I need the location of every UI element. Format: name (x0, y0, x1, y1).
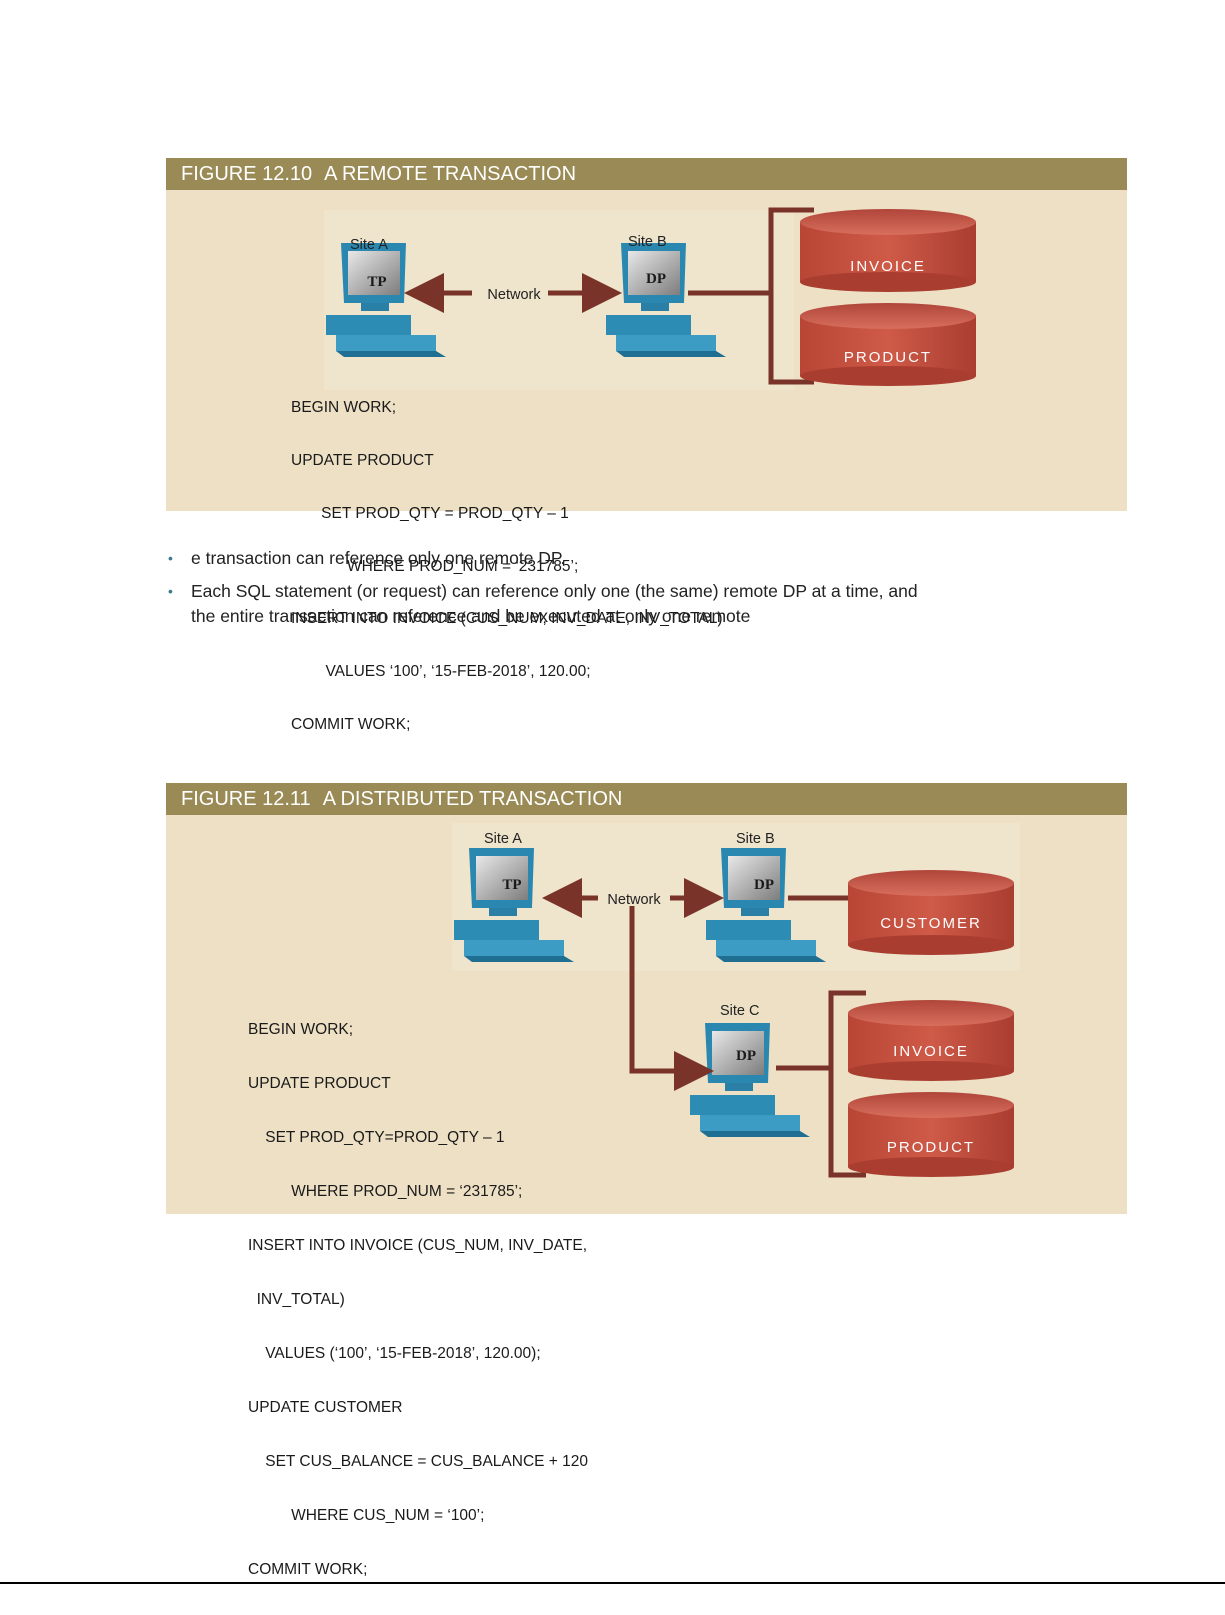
code-line: BEGIN WORK; (291, 399, 397, 417)
db-bracket (768, 207, 814, 385)
database-customer-icon (848, 870, 1014, 955)
figure-title-bar: FIGURE 12.10 A REMOTE TRANSACTION (166, 158, 1127, 190)
code-line: COMMIT WORK; (291, 715, 411, 733)
computer-site-c-icon (690, 1023, 810, 1137)
network-label: Network (487, 287, 541, 303)
code-line: WHERE PROD_NUM = ‘231785’; (291, 557, 579, 575)
code-line: SET PROD_QTY = PROD_QTY – 1 (291, 504, 569, 522)
tp-label: TP (367, 274, 386, 290)
network-arrow-down (629, 906, 714, 1091)
db-bracket (828, 990, 866, 1178)
code-line: VALUES (‘100’, ‘15-FEB-2018’, 120.00); (248, 1345, 541, 1362)
page-bottom-rule (0, 1582, 1225, 1584)
bullet-list: • e transaction can reference only one r… (168, 546, 928, 637)
code-line: UPDATE CUSTOMER (248, 1399, 403, 1416)
code-line: UPDATE PRODUCT (248, 1075, 391, 1092)
database-invoice-icon (848, 1000, 1014, 1081)
db-product-label: PRODUCT (887, 1139, 975, 1156)
code-line: SET PROD_QTY=PROD_QTY – 1 (248, 1129, 505, 1146)
code-line: BEGIN WORK; (248, 1021, 354, 1038)
computer-site-a-icon (326, 243, 446, 357)
db-invoice-label: INVOICE (850, 258, 926, 275)
figure-number: FIGURE 12.10 (181, 163, 313, 185)
figure-remote-transaction: Site A Site B TP DP Network INVOICE PROD… (166, 158, 1127, 733)
db-invoice-label: INVOICE (893, 1043, 969, 1060)
site-a-label: Site A (350, 237, 388, 253)
site-b-label: Site B (628, 234, 667, 250)
database-product-icon (848, 1092, 1014, 1177)
code-line: VALUES ‘100’, ‘15-FEB-2018’, 120.00; (291, 663, 591, 681)
list-item: • Each SQL statement (or request) can re… (168, 581, 918, 626)
figure-number: FIGURE 12.11 (181, 788, 311, 810)
site-b-label: Site B (736, 831, 775, 847)
figure-distributed-transaction: Site A Site B Site C TP DP DP Network CU… (166, 783, 1127, 1578)
code-line: WHERE PROD_NUM = ‘231785’; (248, 1183, 523, 1200)
sql-code-block: BEGIN WORK; UPDATE PRODUCT SET PROD_QTY … (291, 364, 723, 769)
dp-label-site-c: DP (736, 1048, 756, 1064)
db-customer-label: CUSTOMER (880, 915, 982, 932)
site-c-label: Site C (720, 1003, 760, 1019)
code-line: INSERT INTO INVOICE (CUS_NUM, INV_DATE, … (291, 610, 723, 628)
code-line: INSERT INTO INVOICE (CUS_NUM, INV_DATE, (248, 1237, 588, 1254)
network-label: Network (607, 892, 661, 908)
code-line: UPDATE PRODUCT (291, 451, 434, 469)
figure-title: A REMOTE TRANSACTION (324, 163, 577, 185)
computer-site-a-icon (454, 848, 574, 962)
figure-title-bar: FIGURE 12.11 A DISTRIBUTED TRANSACTION (166, 783, 1127, 815)
site-a-label: Site A (484, 831, 522, 847)
bullet-icon: • (168, 550, 173, 566)
dp-label: DP (646, 271, 666, 287)
computer-site-b-icon (606, 243, 726, 357)
distributed-transaction-diagram: Site A Site B Site C TP DP DP Network CU… (452, 823, 1020, 1178)
tp-label: TP (502, 877, 521, 893)
code-line: INV_TOTAL) (248, 1291, 345, 1308)
computer-site-b-icon (706, 848, 826, 962)
database-product-icon (800, 303, 976, 386)
list-item: • e transaction can reference only one r… (168, 546, 928, 571)
code-line: SET CUS_BALANCE = CUS_BALANCE + 120 (248, 1453, 589, 1470)
bullet-icon: • (168, 583, 173, 599)
figure-title: A DISTRIBUTED TRANSACTION (322, 788, 623, 810)
database-invoice-icon (800, 209, 976, 292)
code-line: WHERE CUS_NUM = ‘100’; (248, 1507, 485, 1524)
sql-code-block: BEGIN WORK; UPDATE PRODUCT SET PROD_QTY=… (248, 985, 588, 1615)
db-product-label: PRODUCT (844, 349, 932, 366)
code-line: COMMIT WORK; (248, 1561, 368, 1578)
dp-label-site-b: DP (754, 877, 774, 893)
remote-transaction-diagram: Site A Site B TP DP Network INVOICE PROD… (324, 207, 976, 390)
